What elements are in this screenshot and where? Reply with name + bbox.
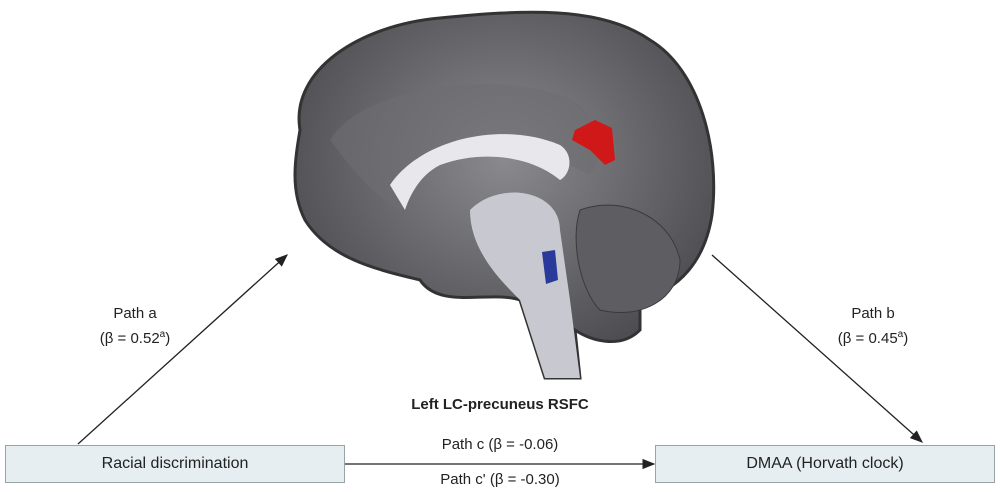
path-a-close: ) — [165, 330, 171, 347]
predictor-box: Racial discrimination — [5, 445, 345, 483]
path-a-arrow — [77, 254, 288, 445]
path-b-label: Path b (β = 0.45a) — [818, 303, 928, 349]
path-a-sup: a — [159, 329, 166, 340]
path-b-close: ) — [903, 330, 909, 347]
outcome-box: DMAA (Horvath clock) — [655, 445, 995, 483]
path-c-prime-label: Path c' (β = -0.30) — [440, 471, 560, 488]
path-a-name: Path a — [113, 305, 157, 322]
path-a-label: Path a (β = 0.52a) — [80, 303, 190, 349]
path-b-name: Path b — [851, 305, 895, 322]
path-b-sup: a — [897, 329, 904, 340]
path-b-beta-value: (β = 0.45 — [837, 330, 898, 347]
locus-coeruleus-highlight — [542, 250, 558, 284]
path-a-beta: (β = 0.52a) — [80, 324, 190, 349]
mediator-label: Left LC-precuneus RSFC — [411, 396, 589, 413]
path-b-beta: (β = 0.45a) — [818, 324, 928, 349]
path-a-beta-value: (β = 0.52 — [99, 330, 160, 347]
brain-image — [293, 10, 716, 380]
path-b-arrow — [711, 254, 923, 443]
path-c-label: Path c (β = -0.06) — [441, 436, 559, 453]
precuneus-highlight — [572, 120, 615, 165]
